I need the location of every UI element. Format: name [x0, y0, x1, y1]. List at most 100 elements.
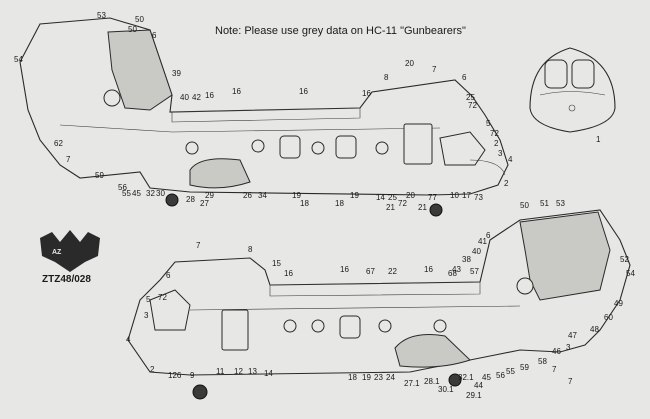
callout-number: 11 [216, 367, 225, 376]
callout-number: 16 [362, 89, 371, 98]
callout-number: 22 [388, 267, 397, 276]
callout-number: 25 [466, 93, 475, 102]
callout-number: 6 [486, 231, 491, 240]
callout-number: 27 [200, 199, 209, 208]
callout-number: 23 [374, 373, 383, 382]
callout-number: 46 [552, 347, 561, 356]
callout-number: 52 [620, 255, 629, 264]
callout-number: 59 [520, 363, 529, 372]
callout-number: 18 [348, 373, 357, 382]
callout-number: 43 [452, 265, 461, 274]
callout-number: 45 [132, 189, 141, 198]
callout-number: 19 [362, 373, 371, 382]
callout-number: 28 [186, 195, 195, 204]
rear-wheel [165, 193, 179, 207]
callout-number: 72 [158, 293, 167, 302]
callout-number: 16 [205, 91, 214, 100]
callout-number: 38 [462, 255, 471, 264]
front-view [529, 47, 616, 133]
callout-number: 67 [366, 267, 375, 276]
callout-number: 29.1 [466, 391, 482, 400]
callout-number: 126 [168, 371, 182, 380]
callout-number: 56 [118, 183, 127, 192]
callout-number: 49 [614, 299, 623, 308]
callout-number: 34 [258, 191, 267, 200]
callout-number: 30 [156, 189, 165, 198]
callout-number: 54 [14, 55, 23, 64]
callout-number: 26 [243, 191, 252, 200]
callout-number: 6 [166, 271, 171, 280]
callout-number: 60 [604, 313, 613, 322]
callout-number: 73 [474, 193, 483, 202]
callout-number: 58 [538, 357, 547, 366]
callout-number: 12 [234, 367, 243, 376]
callout-number: 4 [508, 155, 513, 164]
rear-wheel-bottom [448, 373, 462, 387]
sponson-grey-area-bottom [394, 334, 471, 368]
callout-number: 32 [146, 189, 155, 198]
callout-number: 57 [470, 267, 479, 276]
svg-text:AZ: AZ [52, 249, 62, 256]
callout-number: 14 [264, 369, 273, 378]
callout-number: 7 [552, 365, 557, 374]
callout-number: 47 [568, 331, 577, 340]
callout-number: 55 [122, 189, 131, 198]
front-wheel-bottom [192, 384, 208, 400]
callout-number: 9 [190, 371, 195, 380]
callout-number: 5 [146, 295, 151, 304]
callout-number: 6 [462, 73, 467, 82]
callout-number: 41 [478, 237, 487, 246]
callout-number: 28.1 [424, 377, 440, 386]
callout-number: 7 [432, 65, 437, 74]
callout-number: 48 [590, 325, 599, 334]
callout-number: 16 [284, 269, 293, 278]
callout-number: 21 [418, 203, 427, 212]
sponson-grey-area [189, 158, 251, 189]
callout-number: 24 [386, 373, 395, 382]
callout-number: 18 [300, 199, 309, 208]
callout-number: 50 [128, 25, 137, 34]
callout-number: 50 [135, 15, 144, 24]
callout-number: 7 [568, 377, 573, 386]
callout-number: 19 [292, 191, 301, 200]
bottom-helicopter-side-view [127, 209, 631, 400]
callout-number: 72 [490, 129, 499, 138]
callout-number: 3 [144, 311, 149, 320]
callout-number: 72 [468, 101, 477, 110]
callout-number: 51 [540, 199, 549, 208]
callout-number: 2 [504, 179, 509, 188]
callout-number: 40 [472, 247, 481, 256]
rear-pylon-grey-area [107, 29, 173, 111]
callout-number: 16 [232, 87, 241, 96]
callout-number: 13 [248, 367, 257, 376]
callout-number: 4 [126, 335, 131, 344]
callout-number: 42 [192, 93, 201, 102]
callout-number: 17 [462, 191, 471, 200]
callout-number: 56 [496, 371, 505, 380]
bat-logo: AZ [40, 230, 100, 272]
callout-number: 72 [398, 199, 407, 208]
callout-number: 6 [152, 31, 157, 40]
callout-number: 5 [486, 119, 491, 128]
callout-number: 53 [97, 11, 106, 20]
callout-number: 21 [386, 203, 395, 212]
callout-number: 16 [299, 87, 308, 96]
callout-number: 55 [506, 367, 515, 376]
callout-number: 8 [248, 245, 253, 254]
front-wheel [429, 203, 443, 217]
top-helicopter-side-view [19, 17, 509, 217]
callout-number: 30.1 [438, 385, 454, 394]
product-code: ZTZ48/028 [42, 274, 91, 285]
callout-number: 10 [450, 191, 459, 200]
callout-number: 44 [474, 381, 483, 390]
callout-number: 29 [205, 191, 214, 200]
callout-number: 8 [384, 73, 389, 82]
callout-number: 20 [405, 59, 414, 68]
callout-number: 25 [388, 193, 397, 202]
callout-number: 45 [482, 373, 491, 382]
callout-number: 2 [494, 139, 499, 148]
callout-number: 54 [626, 269, 635, 278]
callout-number: 53 [556, 199, 565, 208]
